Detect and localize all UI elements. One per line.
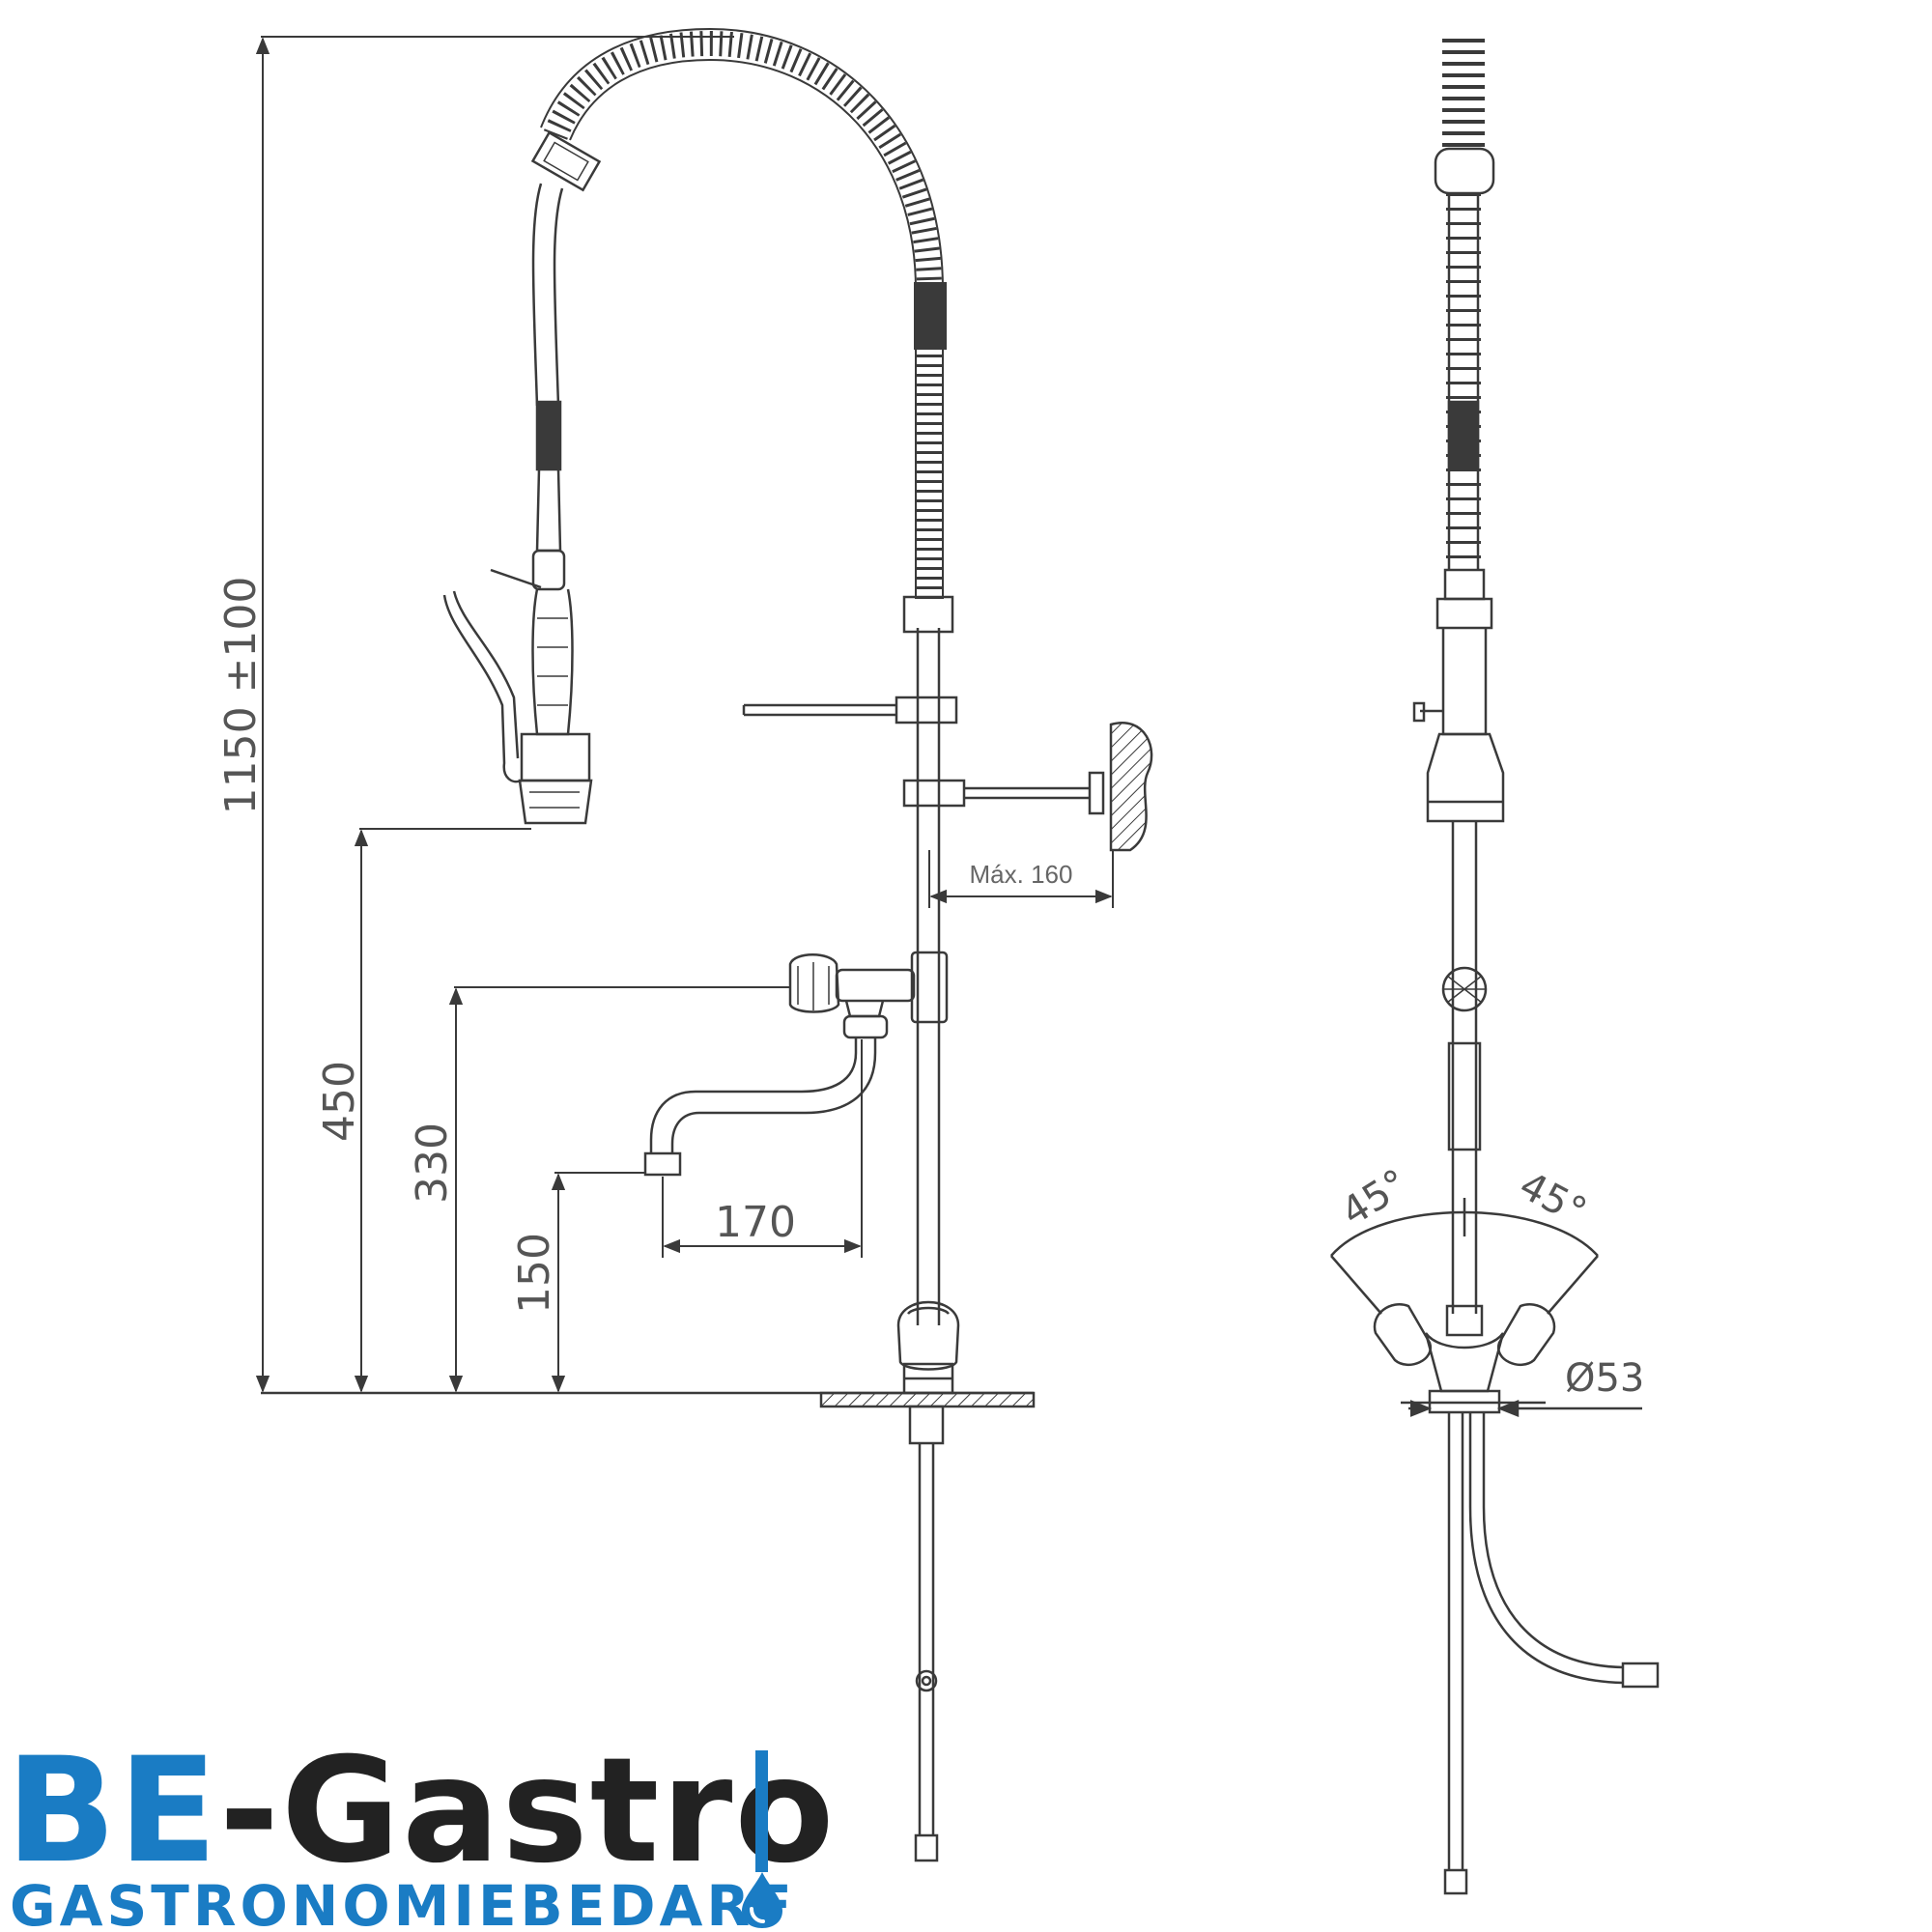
logo-gastro: Gastro [281,1727,837,1895]
hose-holder [742,696,958,724]
logo-subtitle: GASTRONOMIEBEDARF [10,1873,796,1932]
spring-coil [543,30,942,599]
riser-column [902,595,954,1325]
front-handle-right [1496,1303,1556,1366]
spout-valve [788,953,916,1039]
brand-logo: BE-Gastro GASTRONOMIEBEDARF [6,1739,834,1932]
spray-head [530,130,602,192]
logo-wordmark: BE-Gastro [6,1739,836,1884]
diameter-label: Ø53 [1565,1356,1644,1401]
water-drop-icon [742,1872,782,1928]
logo-dash: - [218,1727,282,1895]
swivel-spout [643,1037,877,1177]
base-valve [896,1300,960,1395]
dim-label-330: 330 [408,1122,457,1204]
side-view [261,27,1153,1862]
pre-rinse-hose [442,183,593,825]
logo-be: BE [6,1727,219,1895]
dim-label-170: 170 [715,1198,796,1247]
dim-label-450: 450 [315,1061,364,1142]
angle-label-left: 45° [1334,1161,1416,1236]
dimension-lines [255,36,1114,1393]
front-handle-left [1373,1303,1433,1366]
dim-label-150: 150 [510,1233,559,1314]
angle-label-right: 45° [1512,1163,1593,1235]
counter-top [819,1391,1036,1408]
wall-bracket [902,722,1153,852]
spring-grip [914,282,947,350]
dim-label-max-160: Máx. 160 [970,860,1073,889]
dim-label-total-height: 1150 ±100 [216,577,266,815]
front-view [1330,39,1660,1895]
supply-pipe [908,1405,945,1862]
logo-accent-bar [755,1750,768,1872]
